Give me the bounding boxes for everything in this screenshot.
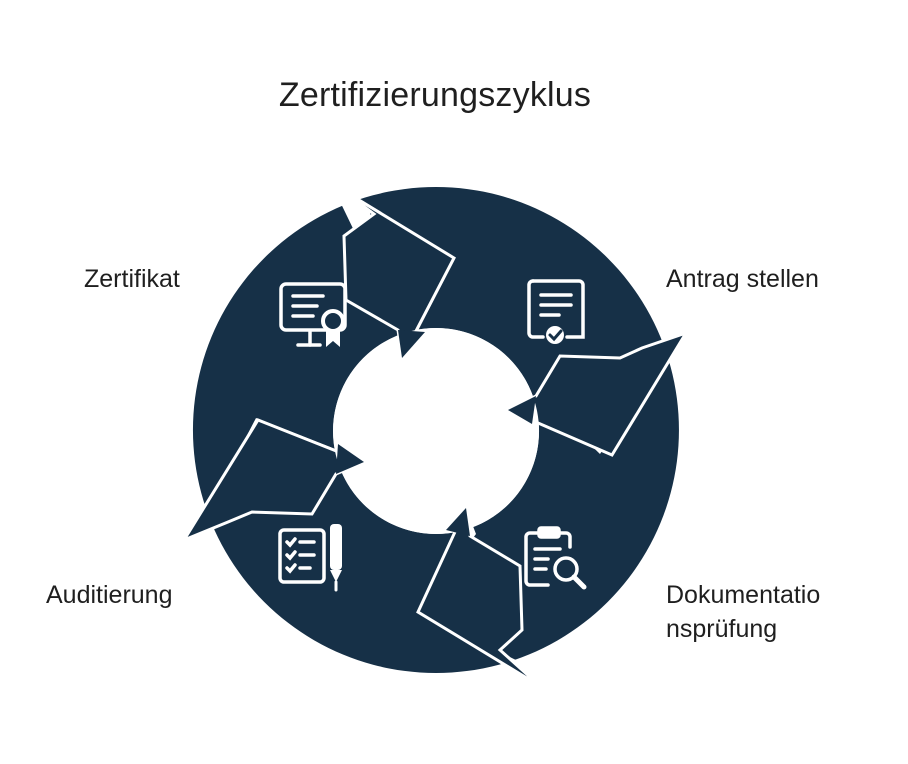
- label-line-2: nsprüfung: [666, 615, 778, 643]
- stage-label-antrag-stellen: Antrag stellen: [666, 265, 819, 293]
- arrow-left: [180, 418, 368, 544]
- ring-base: [192, 187, 679, 673]
- notch-right: [508, 396, 536, 424]
- checklist-pen-icon: [278, 524, 342, 592]
- cycle-ring: [192, 187, 679, 673]
- notch-left: [336, 444, 364, 474]
- document-check-icon: [527, 279, 585, 344]
- notch-top: [398, 330, 425, 358]
- certificate-icon: [279, 282, 347, 347]
- arrow-right: [504, 330, 690, 457]
- stage-label-dokumentationspruefung: Dokumentatio nsprüfung: [666, 578, 876, 646]
- clipboard-search-icon: [524, 526, 587, 590]
- center-hole: [333, 328, 539, 534]
- arrow-overlays: [180, 184, 690, 688]
- notch-bottom: [446, 508, 470, 536]
- label-line-1: Dokumentatio: [666, 581, 821, 609]
- diagram-title: Zertifizierungszyklus: [278, 76, 592, 114]
- stage-label-auditierung: Auditierung: [46, 581, 173, 609]
- arrow-bottom: [416, 502, 542, 688]
- arrow-top: [335, 184, 456, 363]
- hole-notches: [336, 330, 536, 536]
- stage-label-zertifikat: Zertifikat: [84, 265, 180, 293]
